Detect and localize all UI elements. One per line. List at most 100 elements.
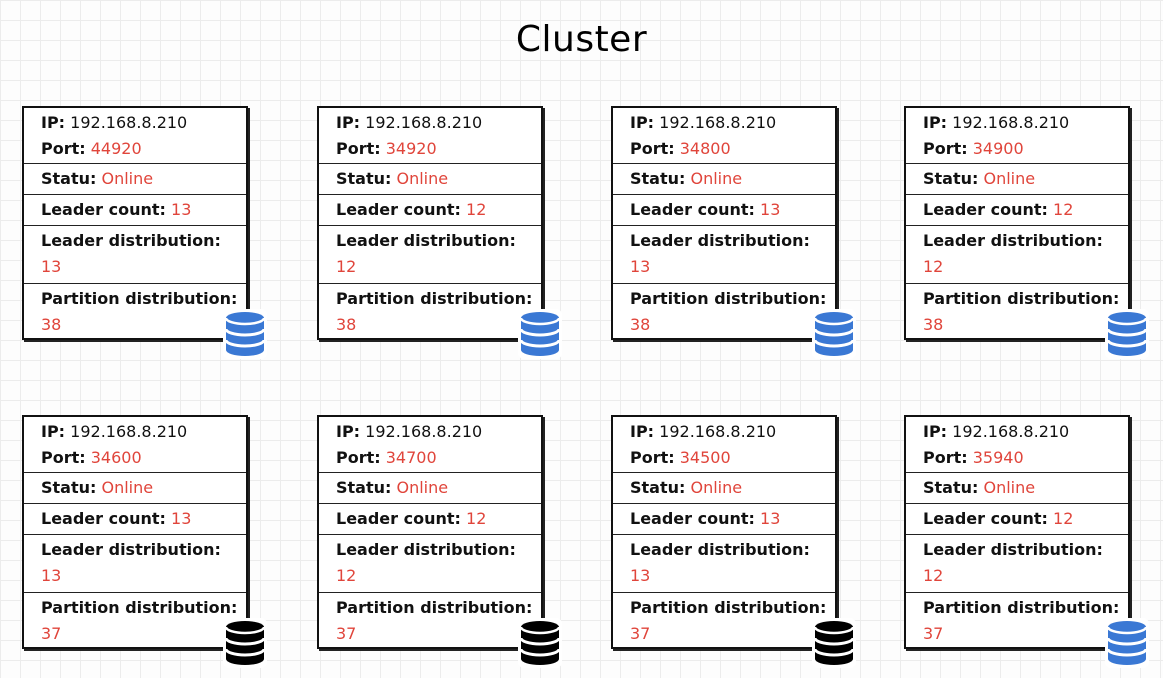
port-label: Port: <box>41 139 86 158</box>
leader-count-label: Leader count: <box>630 509 755 528</box>
partition-distribution-label: Partition distribution: <box>630 289 827 308</box>
status-section: Statu: Online <box>24 164 246 195</box>
leader-count-label: Leader count: <box>41 509 166 528</box>
partition-distribution-value: 38 <box>336 315 357 334</box>
leader-count-section: Leader count: 13 <box>613 195 835 226</box>
database-icon-black <box>223 618 267 668</box>
ip-value: 192.168.8.210 <box>70 113 188 132</box>
leader-count-label: Leader count: <box>630 200 755 219</box>
ip-label: IP: <box>41 422 66 441</box>
status-value: Online <box>983 169 1036 188</box>
status-label: Statu: <box>41 169 97 188</box>
port-label: Port: <box>923 448 968 467</box>
leader-distribution-section: Leader distribution: 12 <box>906 226 1128 284</box>
node-card: IP: 192.168.8.210 Port: 34920 Statu: Onl… <box>317 106 543 340</box>
ip-value: 192.168.8.210 <box>365 422 483 441</box>
status-section: Statu: Online <box>613 473 835 504</box>
status-label: Statu: <box>336 169 392 188</box>
leader-count-value: 12 <box>466 509 487 528</box>
leader-distribution-value: 13 <box>41 566 62 585</box>
ip-value: 192.168.8.210 <box>365 113 483 132</box>
leader-distribution-section: Leader distribution: 13 <box>24 226 246 284</box>
port-label: Port: <box>336 448 381 467</box>
status-value: Online <box>690 478 743 497</box>
leader-count-value: 12 <box>466 200 487 219</box>
partition-distribution-value: 38 <box>923 315 944 334</box>
partition-distribution-section: Partition distribution: 38 <box>906 284 1128 338</box>
partition-distribution-value: 38 <box>41 315 62 334</box>
status-section: Statu: Online <box>906 164 1128 195</box>
status-label: Statu: <box>630 169 686 188</box>
leader-distribution-label: Leader distribution: <box>336 540 516 559</box>
database-icon-blue <box>812 309 856 359</box>
leader-count-section: Leader count: 12 <box>906 195 1128 226</box>
partition-distribution-section: Partition distribution: 37 <box>24 593 246 647</box>
leader-count-value: 13 <box>171 509 192 528</box>
leader-distribution-section: Leader distribution: 12 <box>319 226 541 284</box>
port-label: Port: <box>630 448 675 467</box>
leader-count-label: Leader count: <box>336 200 461 219</box>
partition-distribution-value: 37 <box>923 624 944 643</box>
address-section: IP: 192.168.8.210 Port: 44920 <box>24 108 246 164</box>
status-value: Online <box>396 169 449 188</box>
partition-distribution-section: Partition distribution: 38 <box>24 284 246 338</box>
port-value: 34800 <box>679 139 731 158</box>
node-card: IP: 192.168.8.210 Port: 34800 Statu: Onl… <box>611 106 837 340</box>
address-section: IP: 192.168.8.210 Port: 34700 <box>319 417 541 473</box>
leader-distribution-label: Leader distribution: <box>336 231 516 250</box>
partition-distribution-label: Partition distribution: <box>336 598 533 617</box>
node-card: IP: 192.168.8.210 Port: 34700 Statu: Onl… <box>317 415 543 649</box>
leader-count-value: 12 <box>1053 509 1074 528</box>
node-card: IP: 192.168.8.210 Port: 34600 Statu: Onl… <box>22 415 248 649</box>
leader-count-section: Leader count: 12 <box>319 195 541 226</box>
ip-value: 192.168.8.210 <box>659 422 777 441</box>
leader-distribution-section: Leader distribution: 13 <box>613 535 835 593</box>
status-section: Statu: Online <box>24 473 246 504</box>
address-section: IP: 192.168.8.210 Port: 34800 <box>613 108 835 164</box>
port-label: Port: <box>41 448 86 467</box>
leader-distribution-section: Leader distribution: 12 <box>906 535 1128 593</box>
status-label: Statu: <box>336 478 392 497</box>
partition-distribution-label: Partition distribution: <box>630 598 827 617</box>
partition-distribution-label: Partition distribution: <box>336 289 533 308</box>
leader-distribution-value: 12 <box>336 257 357 276</box>
leader-distribution-value: 12 <box>923 257 944 276</box>
partition-distribution-section: Partition distribution: 38 <box>613 284 835 338</box>
address-section: IP: 192.168.8.210 Port: 34920 <box>319 108 541 164</box>
leader-count-value: 12 <box>1053 200 1074 219</box>
partition-distribution-value: 37 <box>41 624 62 643</box>
leader-count-section: Leader count: 12 <box>319 504 541 535</box>
database-icon-blue <box>1105 309 1149 359</box>
port-label: Port: <box>336 139 381 158</box>
leader-distribution-label: Leader distribution: <box>923 540 1103 559</box>
status-value: Online <box>690 169 743 188</box>
port-value: 44920 <box>90 139 142 158</box>
ip-value: 192.168.8.210 <box>659 113 777 132</box>
port-value: 34900 <box>972 139 1024 158</box>
database-icon-blue <box>518 309 562 359</box>
leader-count-value: 13 <box>760 200 781 219</box>
database-icon-blue <box>223 309 267 359</box>
leader-distribution-label: Leader distribution: <box>41 231 221 250</box>
leader-count-label: Leader count: <box>41 200 166 219</box>
address-section: IP: 192.168.8.210 Port: 35940 <box>906 417 1128 473</box>
leader-count-section: Leader count: 13 <box>24 504 246 535</box>
partition-distribution-section: Partition distribution: 37 <box>319 593 541 647</box>
page-title: Cluster <box>515 19 648 60</box>
port-value: 35940 <box>972 448 1024 467</box>
port-value: 34500 <box>679 448 731 467</box>
database-icon-blue <box>1105 618 1149 668</box>
partition-distribution-section: Partition distribution: 37 <box>613 593 835 647</box>
leader-distribution-section: Leader distribution: 12 <box>319 535 541 593</box>
node-card: IP: 192.168.8.210 Port: 44920 Statu: Onl… <box>22 106 248 340</box>
ip-label: IP: <box>336 422 361 441</box>
node-card: IP: 192.168.8.210 Port: 34500 Statu: Onl… <box>611 415 837 649</box>
leader-distribution-label: Leader distribution: <box>41 540 221 559</box>
partition-distribution-value: 38 <box>630 315 651 334</box>
leader-distribution-label: Leader distribution: <box>923 231 1103 250</box>
status-label: Statu: <box>923 478 979 497</box>
status-label: Statu: <box>41 478 97 497</box>
partition-distribution-section: Partition distribution: 37 <box>906 593 1128 647</box>
status-section: Statu: Online <box>319 164 541 195</box>
node-card: IP: 192.168.8.210 Port: 35940 Statu: Onl… <box>904 415 1130 649</box>
